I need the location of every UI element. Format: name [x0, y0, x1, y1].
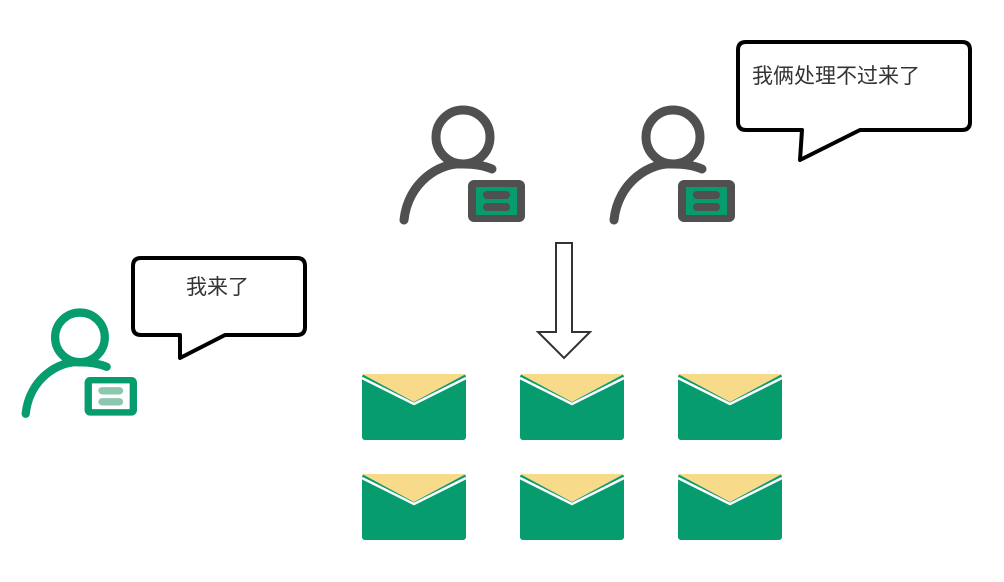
down-arrow-icon — [535, 242, 593, 360]
worker-icon-1 — [399, 105, 525, 225]
envelope-icon — [677, 474, 783, 540]
speech-bubble-overloaded — [736, 40, 972, 162]
envelope-icon — [361, 474, 467, 540]
envelope-icon — [361, 374, 467, 440]
bubble-text-new-worker: 我来了 — [186, 275, 249, 299]
envelope-icon — [519, 374, 625, 440]
speech-bubble-new-worker — [131, 256, 307, 360]
worker-icon-2 — [609, 105, 735, 225]
bubble-text-overloaded: 我俩处理不过来了 — [752, 64, 920, 88]
new-worker-icon — [21, 308, 137, 418]
envelope-icon — [519, 474, 625, 540]
envelope-icon — [677, 374, 783, 440]
